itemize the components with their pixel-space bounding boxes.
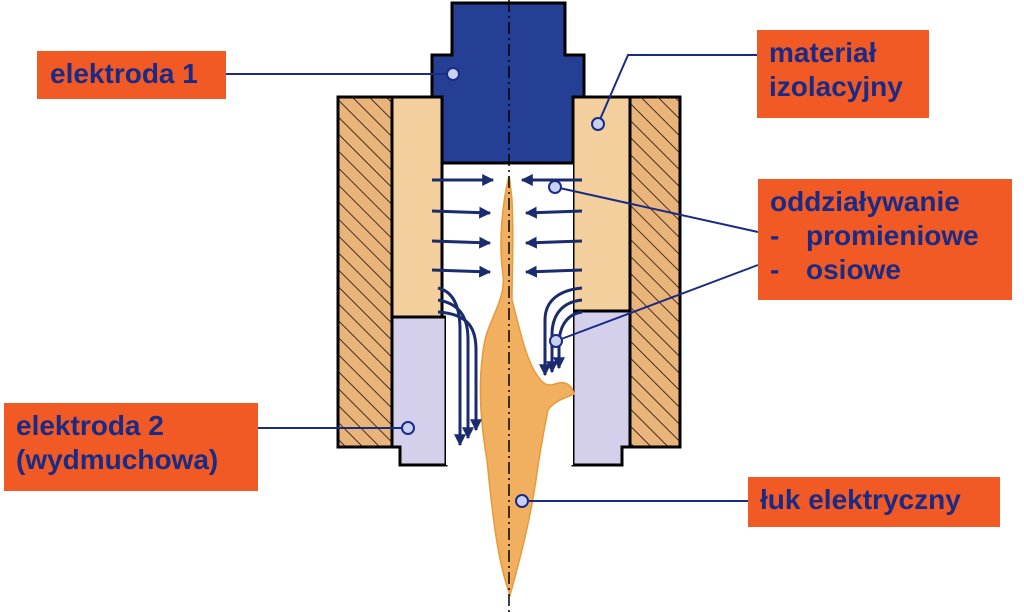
electrode1 — [430, 1, 586, 165]
radial-arrows-left — [431, 174, 495, 278]
electrode2-left — [390, 315, 448, 467]
outer-casing-left — [336, 95, 394, 449]
leader-dots — [401, 67, 605, 508]
bullet: - — [770, 254, 780, 285]
label-electrode1: elektroda 1 — [37, 51, 226, 99]
bullet: - — [770, 220, 780, 251]
electric-arc — [479, 175, 575, 598]
label-insulator: materiał izolacyjny — [757, 30, 929, 118]
label-insulator-line1: materiał — [769, 37, 877, 68]
axial-arrows-left — [437, 286, 482, 447]
label-interaction-radial: promieniowe — [806, 220, 979, 251]
radial-arrows-right — [520, 174, 583, 278]
label-interaction-axial: osiowe — [806, 254, 901, 285]
label-electrode2-line1: elektroda 2 — [16, 410, 164, 441]
label-electrode2: elektroda 2 (wydmuchowa) — [4, 403, 258, 491]
electrode2-right — [571, 309, 632, 467]
insulator-left — [390, 95, 444, 319]
label-interaction-title: oddziaływanie — [770, 186, 960, 217]
outer-casing-right — [628, 95, 682, 449]
label-arc: łuk elektryczny — [748, 477, 1000, 527]
label-insulator-line2: izolacyjny — [769, 71, 903, 102]
leader-lines — [226, 54, 759, 502]
label-interaction: oddziaływanie -promieniowe -osiowe — [758, 179, 1012, 300]
label-electrode2-line2: (wydmuchowa) — [16, 444, 219, 475]
